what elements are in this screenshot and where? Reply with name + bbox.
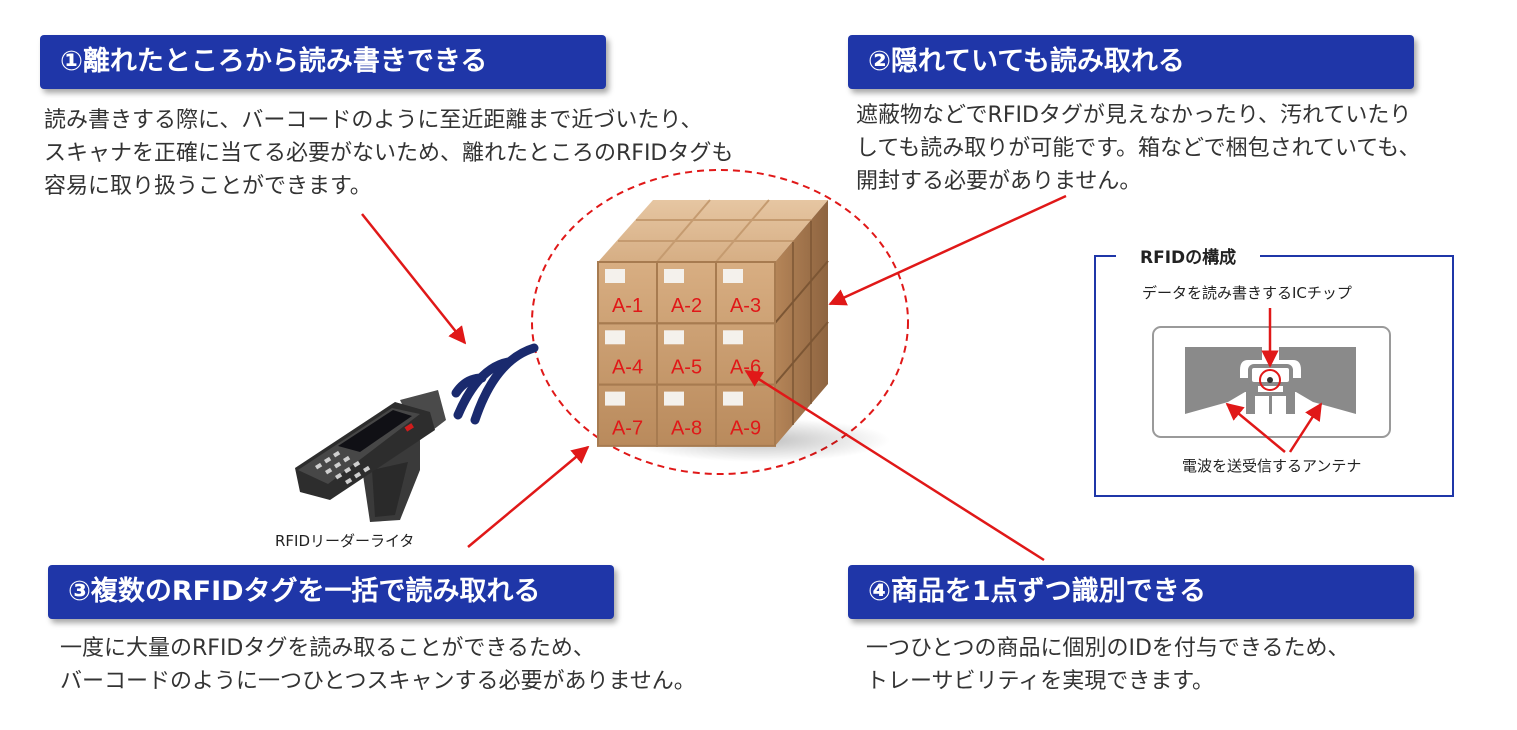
section-1-line-2: スキャナを正確に当てる必要がないため、離れたところのRFIDタグも — [44, 141, 734, 166]
box-label-sticker — [723, 330, 743, 345]
box-label-sticker — [605, 269, 625, 283]
section-1-title: ①離れたところから読み書きできる — [40, 35, 606, 89]
box-id-label: A-6 — [730, 356, 761, 378]
box-stack: A-1 A-2 A-3A-4 A-5 A-6A-7 A-8 A-9 — [597, 199, 829, 447]
antenna-left — [1185, 347, 1262, 414]
reader-key — [345, 477, 353, 485]
reader-key — [323, 456, 332, 464]
box-label-sticker — [664, 330, 684, 345]
radio-waves-icon — [451, 343, 539, 425]
box-id-label: A-8 — [671, 418, 702, 440]
section-1-line-3: 容易に取り扱うことができます。 — [44, 174, 372, 199]
box-id-label: A-1 — [612, 295, 643, 317]
section-4-title: ④商品を1点ずつ識別できる — [848, 565, 1414, 619]
reader-key — [334, 461, 342, 469]
arrow-from-section-3 — [467, 445, 590, 548]
section-2-line-1: 遮蔽物などでRFIDタグが見えなかったり、汚れていたり — [856, 103, 1412, 128]
reader-keypad — [314, 450, 371, 485]
ic-chip-label: データを読み書きするICチップ — [1142, 284, 1352, 302]
reader-key — [342, 455, 351, 463]
box-id-label: A-4 — [612, 356, 643, 378]
arrow-from-section-2 — [828, 194, 1067, 306]
box-label-sticker — [723, 269, 743, 283]
antenna-right — [1279, 347, 1356, 414]
section-2-description: 遮蔽物などでRFIDタグが見えなかったり、汚れていたり しても読み取りが可能です… — [856, 99, 1421, 198]
box-stack-top — [598, 200, 828, 262]
box-label-sticker — [664, 391, 684, 406]
boxes-highlight-ellipse — [531, 169, 909, 475]
section-3-line-2: バーコードのように一つひとつスキャンする必要がありません。 — [60, 669, 696, 694]
section-1-line-1: 読み書きする際に、バーコードのように至近距離まで近づいたり、 — [44, 108, 703, 133]
box-label-sticker — [605, 391, 625, 406]
arrow-from-section-1 — [361, 213, 467, 345]
rfid-reader-device — [295, 390, 446, 522]
reader-key — [334, 472, 343, 480]
reader-key — [363, 465, 371, 473]
section-4-description: 一つひとつの商品に個別のIDを付与できるため、 トレーサビリティを実現できます。 — [866, 632, 1349, 698]
box-id-label: A-3 — [730, 295, 761, 317]
ic-chip-highlight — [1259, 369, 1281, 391]
box-stack-front — [598, 262, 775, 446]
section-3-line-1: 一度に大量のRFIDタグを読み取ることができるため、 — [60, 636, 595, 661]
box-label-sticker — [664, 269, 684, 283]
box-id-label: A-7 — [612, 418, 643, 440]
box-grid: A-1 A-2 A-3A-4 A-5 A-6A-7 A-8 A-9 — [597, 261, 776, 447]
reader-key — [314, 462, 323, 470]
section-4-line-1: 一つひとつの商品に個別のIDを付与できるため、 — [866, 636, 1350, 661]
antenna-label: 電波を送受信するアンテナ — [1182, 457, 1362, 475]
rfid-structure-panel — [1094, 255, 1454, 497]
section-3-description: 一度に大量のRFIDタグを読み取ることができるため、 バーコードのように一つひと… — [60, 632, 696, 698]
reader-key — [325, 467, 333, 475]
box-id-label: A-9 — [730, 418, 761, 440]
box-id-label: A-2 — [671, 295, 702, 317]
box-label-sticker — [605, 330, 625, 345]
arrow-from-section-4 — [744, 369, 1045, 562]
section-2-title: ②隠れていても読み取れる — [848, 35, 1414, 89]
reader-label: RFIDリーダーライタ — [275, 532, 415, 550]
box-stack-side — [775, 200, 828, 446]
rfid-structure-title: RFIDの構成 — [1116, 244, 1261, 272]
reader-key — [353, 471, 362, 479]
rfid-tag-diagram — [1152, 308, 1391, 453]
box-label-sticker — [723, 391, 743, 406]
reader-key — [343, 466, 352, 474]
section-3-title: ③複数のRFIDタグを一括で読み取れる — [48, 565, 614, 619]
pointer-arrows — [361, 194, 1067, 562]
section-2-line-3: 開封する必要がありません。 — [856, 169, 1142, 194]
reader-key — [332, 450, 341, 458]
section-1-description: 読み書きする際に、バーコードのように至近距離まで近づいたり、 スキャナを正確に当… — [44, 104, 733, 203]
reader-key — [352, 460, 361, 468]
section-4-line-2: トレーサビリティを実現できます。 — [866, 669, 1215, 694]
section-2-line-2: しても読み取りが可能です。箱などで梱包されていても、 — [856, 136, 1421, 161]
ic-chip-dot — [1267, 377, 1273, 383]
box-id-label: A-5 — [671, 356, 702, 378]
